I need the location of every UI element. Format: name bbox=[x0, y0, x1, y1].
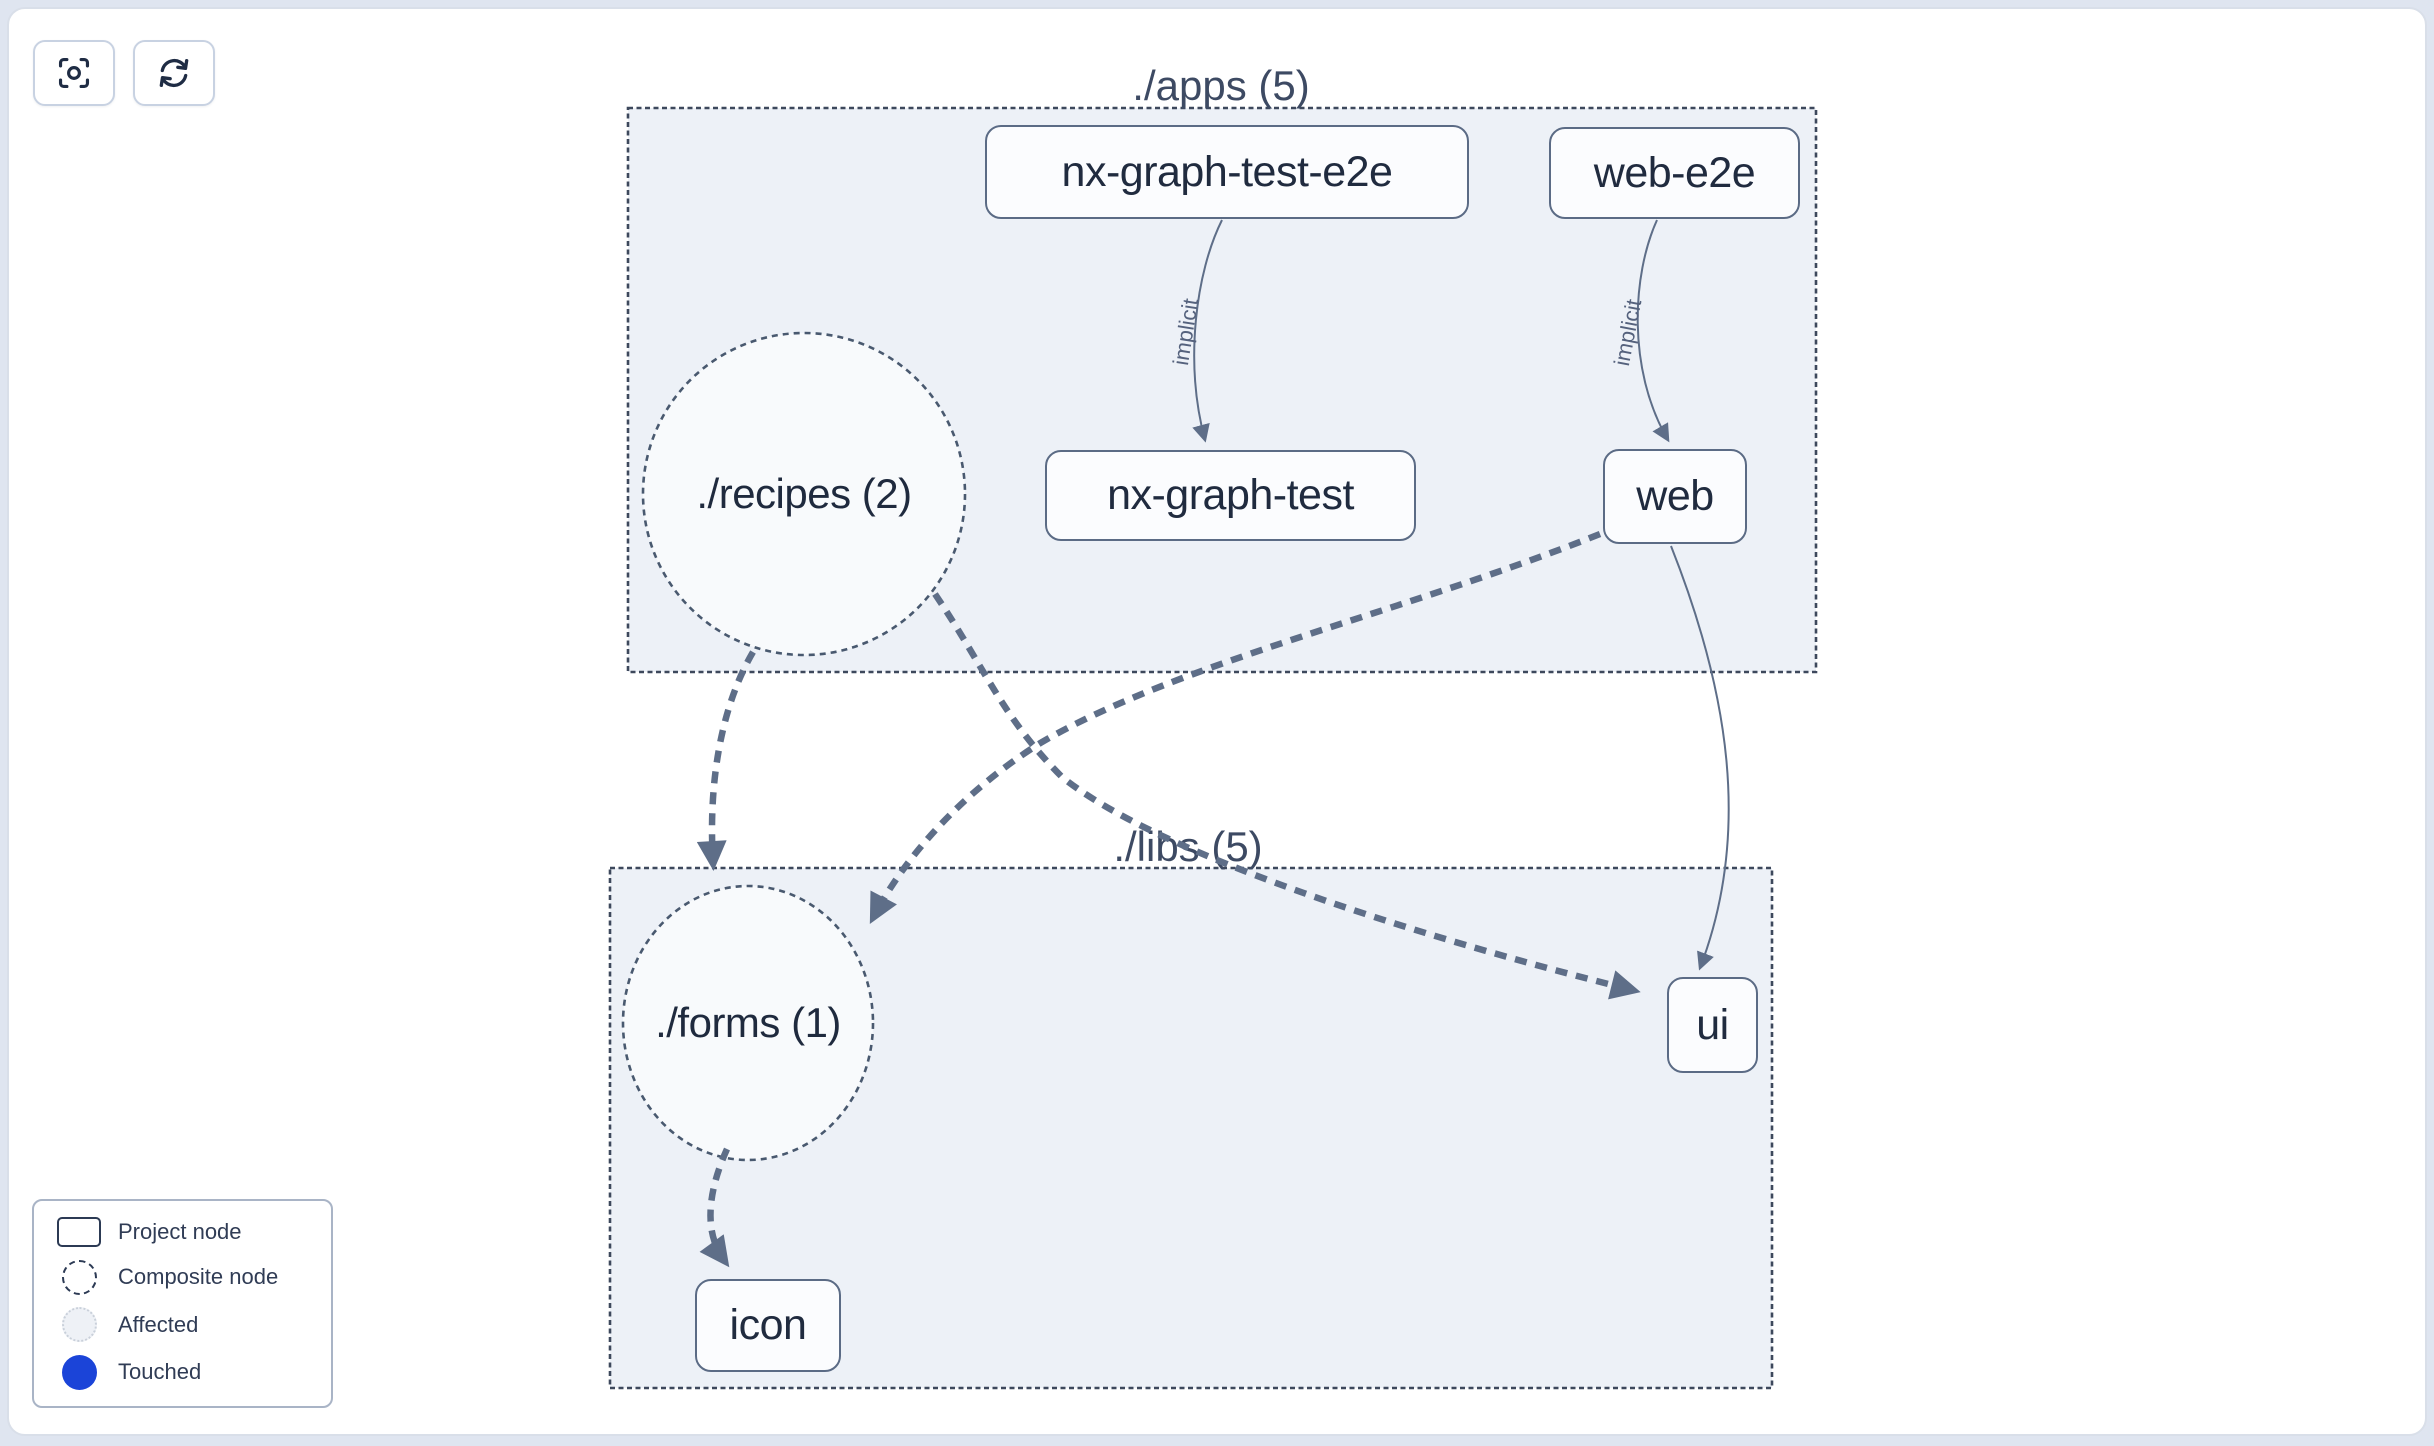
affected-icon bbox=[61, 1307, 97, 1343]
node-label: ui bbox=[1696, 1000, 1729, 1049]
zoom-to-fit-icon bbox=[58, 57, 90, 89]
node-nx-graph-test-e2e[interactable]: nx-graph-test-e2e bbox=[985, 125, 1469, 219]
legend-item-composite-node: Composite node bbox=[40, 1259, 325, 1295]
zoom-to-fit-button[interactable] bbox=[33, 40, 115, 106]
node-label: nx-graph-test bbox=[1107, 471, 1354, 519]
composite-node-forms[interactable] bbox=[621, 884, 875, 1162]
composite-node-recipes[interactable] bbox=[641, 331, 967, 657]
apps-container-title: ./apps (5) bbox=[1132, 62, 1309, 109]
edge-nx-graph-test-e2e-to-nx-graph-test[interactable] bbox=[1192, 219, 1223, 443]
node-icon[interactable]: icon bbox=[695, 1279, 841, 1372]
legend-label: Touched bbox=[118, 1359, 202, 1385]
legend-item-affected: Affected bbox=[40, 1307, 325, 1343]
edge-recipes-to-forms[interactable] bbox=[696, 650, 756, 871]
touched-icon bbox=[61, 1354, 97, 1390]
edge-web-to-forms[interactable] bbox=[869, 530, 1602, 924]
project-node-icon bbox=[57, 1217, 101, 1248]
node-ui[interactable]: ui bbox=[1667, 977, 1758, 1073]
node-label: icon bbox=[729, 1301, 807, 1349]
edge-forms-to-icon[interactable] bbox=[699, 1147, 730, 1268]
node-web[interactable]: web bbox=[1603, 449, 1747, 544]
edge-web-e2e-to-web[interactable] bbox=[1636, 219, 1670, 443]
node-label: web-e2e bbox=[1593, 148, 1756, 197]
legend-label: Project node bbox=[118, 1219, 242, 1245]
node-nx-graph-test[interactable]: nx-graph-test bbox=[1045, 450, 1416, 541]
node-label: web bbox=[1636, 472, 1714, 520]
legend-label: Affected bbox=[118, 1311, 199, 1337]
toolbar bbox=[33, 40, 215, 106]
legend-panel: Project node Composite node Affected Tou… bbox=[32, 1199, 333, 1408]
node-web-e2e[interactable]: web-e2e bbox=[1549, 127, 1800, 219]
refresh-icon bbox=[159, 58, 189, 88]
edge-web-to-ui[interactable] bbox=[1670, 545, 1730, 971]
edge-recipes-to-ui[interactable] bbox=[932, 592, 1641, 1000]
legend-label: Composite node bbox=[118, 1264, 279, 1290]
refresh-button[interactable] bbox=[133, 40, 215, 106]
legend-item-touched: Touched bbox=[40, 1354, 325, 1390]
composite-node-icon bbox=[61, 1259, 97, 1295]
legend-item-project-node: Project node bbox=[40, 1217, 325, 1248]
node-label: nx-graph-test-e2e bbox=[1061, 147, 1393, 196]
